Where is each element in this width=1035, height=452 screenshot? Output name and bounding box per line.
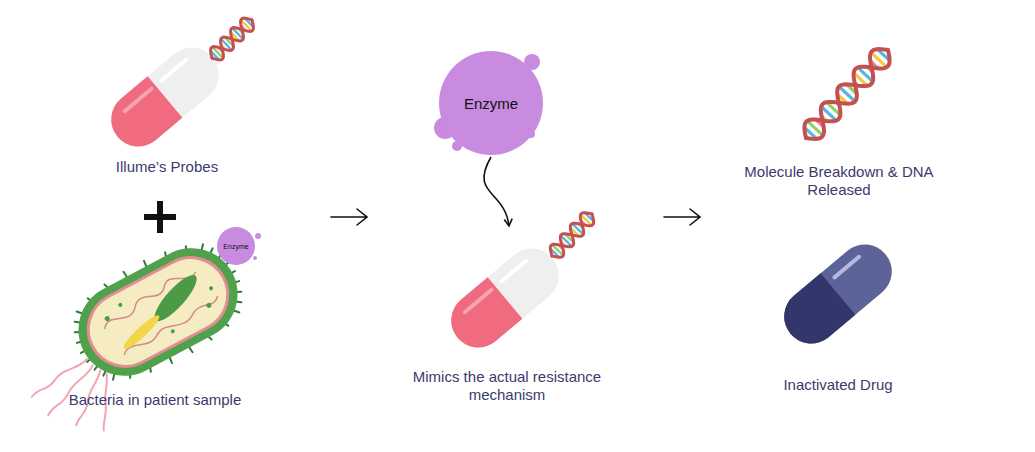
caption: Mimics the actual resistance mechanism [392, 368, 622, 404]
stage-arrow [331, 209, 700, 225]
caption: Bacteria in patient sample [45, 391, 265, 409]
enzyme-label: Enzyme [464, 95, 518, 112]
probe-group: Mimics the actual resistance mechanism [392, 226, 622, 404]
enzyme-circle: Enzyme [439, 51, 543, 155]
caption: Molecule Breakdown & DNA Released [736, 163, 942, 199]
dna-helix [550, 213, 593, 258]
bacterium [0, 225, 273, 452]
dna-group: Molecule Breakdown & DNA Released [736, 34, 942, 199]
curved-arrow [484, 157, 509, 226]
plus-sign [144, 201, 176, 233]
inactivated-pill [773, 233, 903, 354]
caption: Inactivated Drug [758, 376, 918, 394]
probe-group: Illume’s Probes [77, 14, 257, 176]
enzyme-label: Enzyme [223, 243, 248, 250]
drug-group: Inactivated Drug [758, 236, 918, 394]
dna-helix [804, 49, 889, 139]
enzyme-circle: Enzyme [217, 227, 255, 265]
caption: Illume’s Probes [77, 158, 257, 176]
dna-helix [211, 18, 254, 60]
